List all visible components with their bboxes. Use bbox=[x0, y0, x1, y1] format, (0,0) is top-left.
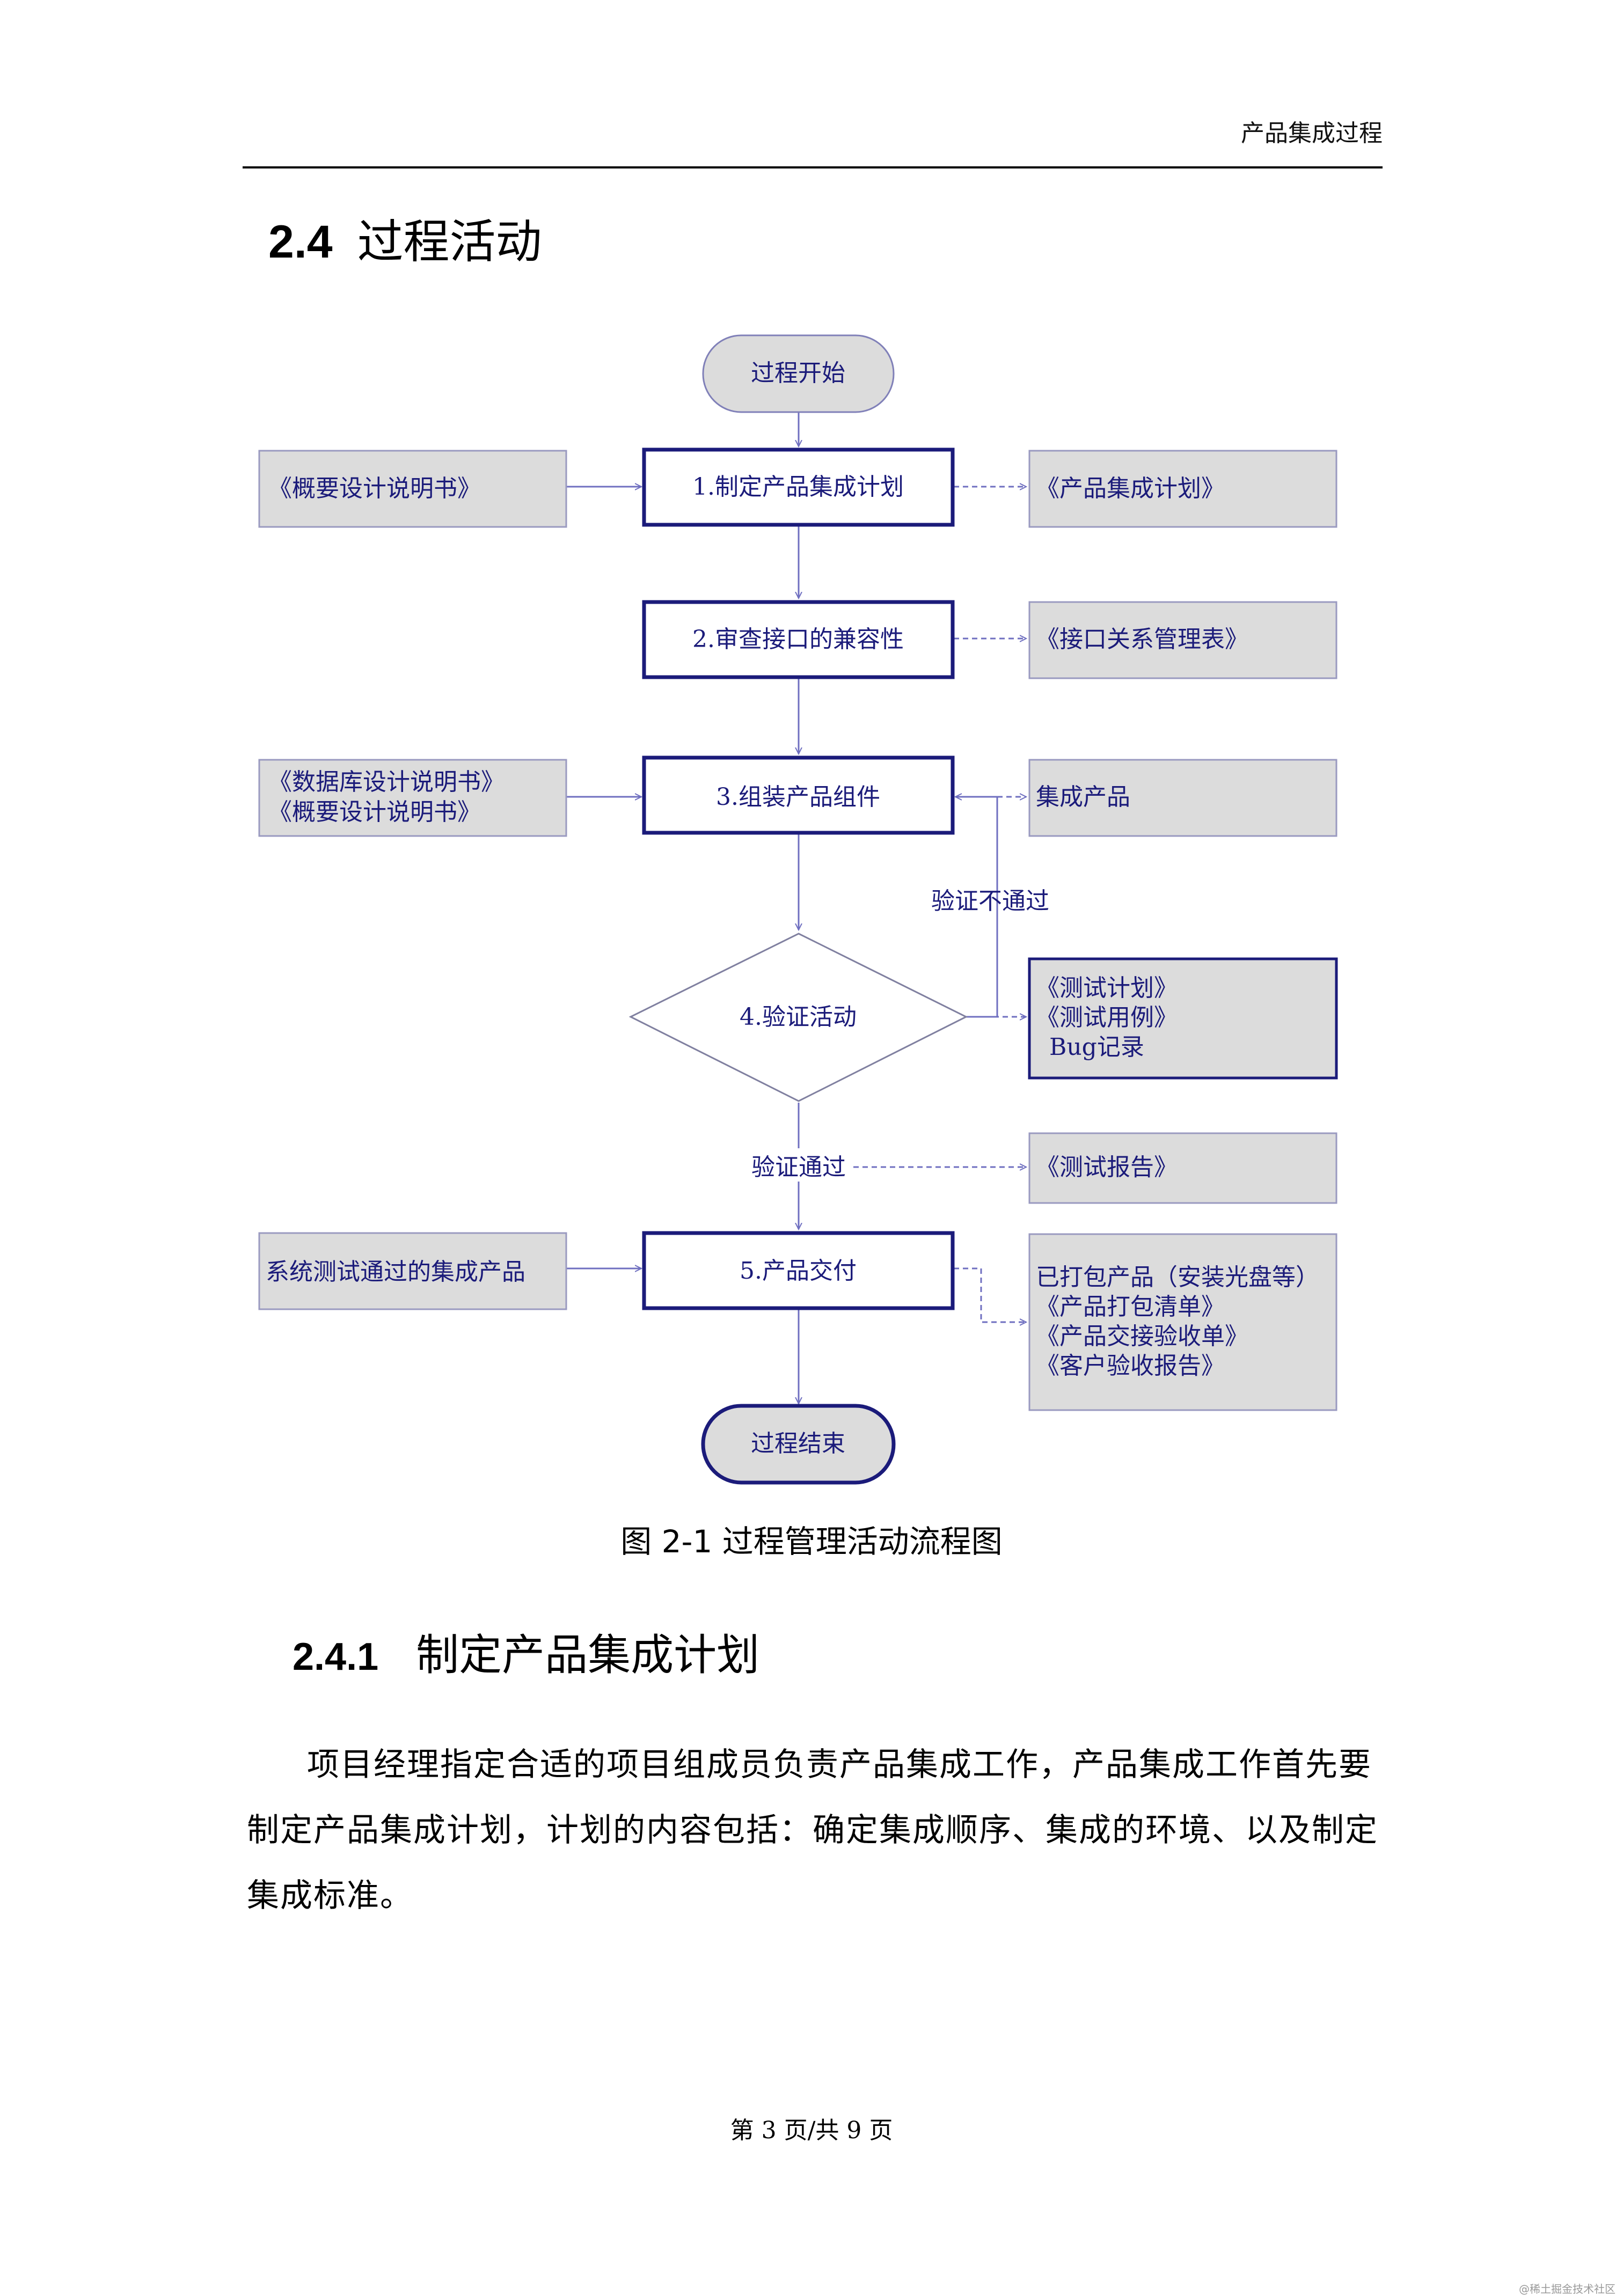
end-terminal bbox=[701, 1404, 896, 1485]
output-4-box bbox=[1028, 957, 1338, 1080]
start-terminal bbox=[702, 334, 895, 413]
step-3-box bbox=[642, 755, 955, 835]
page-header-title: 产品集成过程 bbox=[1241, 120, 1383, 147]
subsection-number: 2.4.1 bbox=[293, 1635, 379, 1678]
output-5-text-2: 《产品打包清单》 bbox=[1036, 1293, 1225, 1321]
input-1-box bbox=[258, 450, 567, 528]
output-2-box bbox=[1028, 601, 1337, 679]
input-3-box bbox=[258, 759, 567, 837]
end-label: 过程结束 bbox=[751, 1430, 845, 1457]
step-5-box bbox=[642, 1231, 955, 1310]
step-5-label: 5.产品交付 bbox=[740, 1257, 857, 1285]
input-5-text: 系统测试通过的集成产品 bbox=[266, 1258, 525, 1286]
process-flowchart: 过程开始 过程结束 1.制定产品集成计划 2.审查接口的兼容性 3.组装产品组件… bbox=[258, 334, 1338, 1485]
output-pass-box bbox=[1028, 1132, 1337, 1204]
output-1-box bbox=[1028, 450, 1337, 528]
label-verify-fail: 验证不通过 bbox=[931, 887, 1049, 915]
figure-caption: 图 2-1 过程管理活动流程图 bbox=[620, 1523, 1003, 1560]
body-paragraph: 项目经理指定合适的项目组成员负责产品集成工作，产品集成工作首先要制定产品集成计划… bbox=[247, 1746, 1378, 1914]
header-rule bbox=[243, 166, 1383, 168]
output-3-text: 集成产品 bbox=[1036, 783, 1130, 811]
input-1-text: 《概要设计说明书》 bbox=[268, 475, 481, 502]
watermark: @稀土掘金技术社区 bbox=[1519, 2283, 1615, 2295]
start-label: 过程开始 bbox=[751, 360, 845, 387]
output-5-text-1: 已打包产品（安装光盘等） bbox=[1036, 1264, 1319, 1291]
subsection-title: 制定产品集成计划 bbox=[416, 1630, 760, 1680]
input-3-text-2: 《概要设计说明书》 bbox=[268, 798, 481, 826]
output-5-text-4: 《客户验收报告》 bbox=[1036, 1352, 1225, 1380]
output-3-box bbox=[1028, 759, 1337, 837]
input-5-box bbox=[258, 1232, 567, 1310]
step-1-box bbox=[642, 448, 955, 527]
subsection-heading: 2.4.1 制定产品集成计划 bbox=[293, 1620, 759, 1683]
step-3-label: 3.组装产品组件 bbox=[716, 783, 880, 811]
step-1-label: 1.制定产品集成计划 bbox=[692, 473, 904, 501]
output-5-text-3: 《产品交接验收单》 bbox=[1036, 1323, 1248, 1350]
section-title: 过程活动 bbox=[357, 215, 542, 269]
section-heading: 2.4 过程活动 bbox=[268, 204, 542, 271]
output-4-text-2: 《测试用例》 bbox=[1036, 1004, 1178, 1031]
output-5-box bbox=[1028, 1233, 1337, 1411]
output-4-text-3: Bug记录 bbox=[1049, 1033, 1144, 1061]
section-number: 2.4 bbox=[268, 216, 333, 268]
step-4-label: 4.验证活动 bbox=[740, 1003, 857, 1031]
step-4-decision bbox=[628, 933, 968, 1102]
output-4-text-1: 《测试计划》 bbox=[1036, 974, 1178, 1002]
page-footer: 第 3 页/共 9 页 bbox=[730, 2117, 893, 2144]
output-pass-text: 《测试报告》 bbox=[1036, 1154, 1178, 1181]
arrow-output5 bbox=[954, 1267, 1026, 1322]
output-2-text: 《接口关系管理表》 bbox=[1036, 626, 1248, 653]
label-verify-pass-bg bbox=[743, 1148, 853, 1182]
output-1-text: 《产品集成计划》 bbox=[1036, 475, 1225, 502]
step-2-label: 2.审查接口的兼容性 bbox=[692, 626, 904, 653]
step-2-box bbox=[642, 600, 955, 679]
input-3-text-1: 《数据库设计说明书》 bbox=[268, 768, 505, 796]
arrow-verify-fail-loop bbox=[955, 797, 998, 1018]
label-verify-pass: 验证通过 bbox=[751, 1154, 846, 1181]
